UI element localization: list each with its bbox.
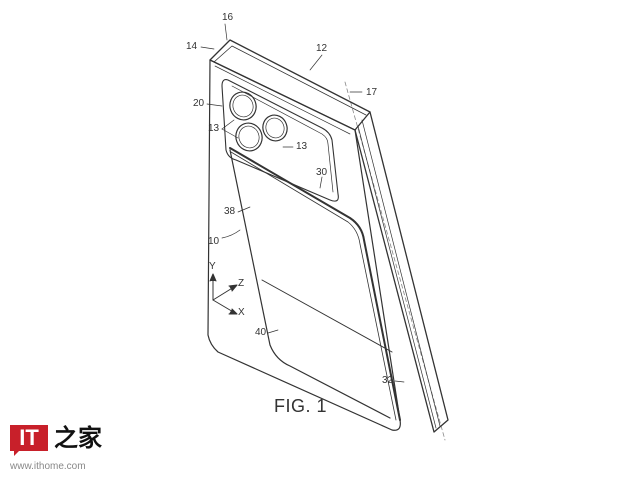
ref-label-32: 32 bbox=[382, 375, 394, 386]
ref-label-14: 14 bbox=[186, 41, 198, 52]
ref-label-38: 38 bbox=[224, 206, 236, 217]
ref-label-13-a: 13 bbox=[208, 123, 220, 134]
ithome-watermark: IT 之家 www.ithome.com bbox=[10, 423, 130, 473]
ref-label-10: 10 bbox=[208, 236, 220, 247]
ref-label-17: 17 bbox=[366, 87, 378, 98]
ref-label-12: 12 bbox=[316, 43, 328, 54]
ref-label-16: 16 bbox=[222, 12, 234, 23]
ref-label-20: 20 bbox=[193, 98, 205, 109]
figure-caption: FIG. 1 bbox=[274, 396, 328, 416]
ref-label-40: 40 bbox=[255, 327, 267, 338]
ithome-url: www.ithome.com bbox=[10, 461, 86, 472]
axis-label-y: Y bbox=[209, 261, 216, 272]
ithome-logo-cjk: 之家 bbox=[54, 423, 102, 452]
axis-label-z: Z bbox=[238, 278, 245, 289]
ithome-logo-badge: IT bbox=[10, 425, 48, 451]
ref-label-30: 30 bbox=[316, 167, 328, 178]
axis-label-x: X bbox=[238, 307, 245, 318]
ref-label-13-b: 13 bbox=[296, 141, 308, 152]
axis-triad bbox=[209, 273, 238, 315]
logo-speech-tail-icon bbox=[14, 450, 20, 456]
